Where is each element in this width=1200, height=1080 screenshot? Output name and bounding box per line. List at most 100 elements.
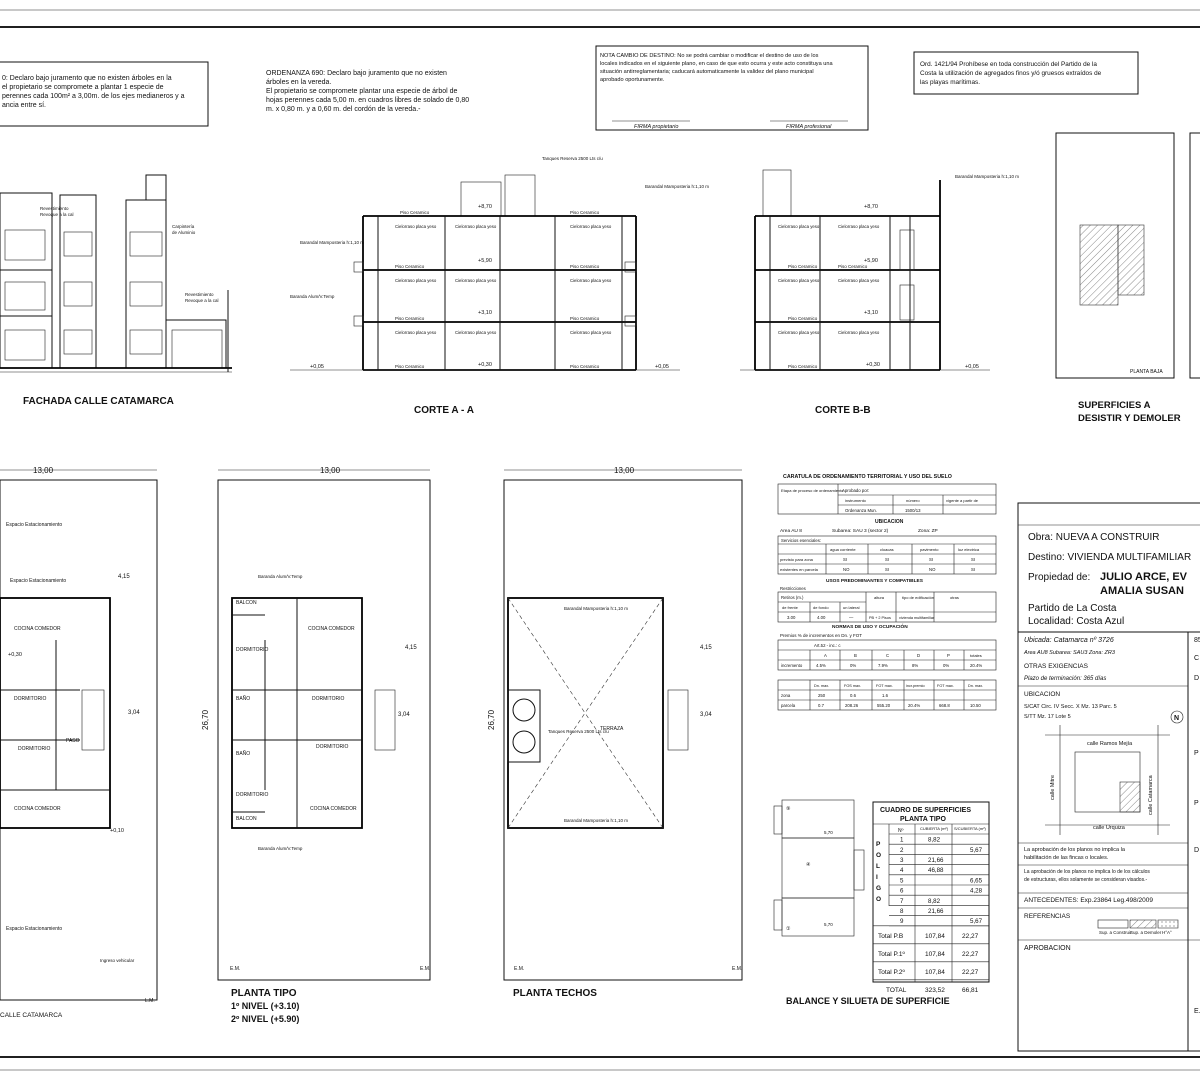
drawing-label: Nº: [898, 828, 904, 834]
drawing-label: FOS max.: [844, 684, 861, 688]
drawing-label: P: [1194, 750, 1199, 757]
drawing-label: 0%: [943, 663, 949, 668]
drawing-label: I: [876, 874, 878, 881]
drawing-label: Revestimiento: [185, 292, 214, 297]
drawing-label: Dn. max.: [968, 684, 983, 688]
drawing-label: Restricciones: [780, 586, 806, 591]
drawing-label: tipo de edificación: [902, 595, 934, 600]
drawing-label: incr.premio: [906, 684, 925, 688]
drawing-label: Cielorraso placa yeso: [778, 224, 820, 229]
drawing-label: 20.4%: [970, 663, 982, 668]
drawing-label: Costa la utilización de agregados finos …: [920, 70, 1102, 77]
title-block: Obra: NUEVA A CONSTRUIR Destino: VIVIEND…: [1017, 502, 1200, 1052]
total-value: 107,84: [925, 969, 945, 976]
drawing-label: Piso Ceramico: [570, 316, 600, 321]
drawing-label: P: [1194, 800, 1199, 807]
superficie-value: 8,82: [928, 898, 941, 905]
drawing-label: Cielorraso placa yeso: [395, 278, 437, 283]
drawing-label: DORMITORIO: [18, 746, 51, 752]
drawing-label: 208.26: [845, 703, 859, 708]
drawing-label: Art.52 - inc.: c: [814, 643, 841, 648]
planta-baja-plan: 13,00 Espacio Estacionamiento Espacio Es…: [0, 466, 158, 1019]
drawing-label: Baranda Alum/V.Temp: [258, 574, 303, 579]
drawing-label: PB + 2 Pisos: [869, 616, 891, 620]
total-label: Total P.2º: [878, 969, 905, 976]
drawing-label: 1.6: [882, 693, 889, 698]
drawing-label: Ingreso vehicular: [100, 958, 135, 963]
drawing-label: Destino: VIVIENDA MULTIFAMILIAR: [1028, 552, 1191, 563]
drawing-label: +8,70: [478, 204, 492, 210]
drawing-label: DESISTIR Y DEMOLER: [1078, 413, 1181, 424]
drawing-label: de fondo: [813, 605, 829, 610]
drawing-label: E.: [1194, 1008, 1200, 1015]
drawing-label: Sup. a Demoler: [1130, 930, 1162, 935]
drawing-label: TERRAZA: [600, 726, 624, 732]
drawing-label: SI: [885, 567, 889, 572]
drawing-label: vigente a partir de: [946, 498, 979, 503]
drawing-label: COCINA COMEDOR: [14, 806, 61, 812]
fachada-title: FACHADA CALLE CATAMARCA: [23, 396, 174, 407]
superficie-value: 21,66: [928, 857, 944, 864]
drawing-label: Sup. a Construir: [1099, 930, 1132, 935]
caratula-ordenamiento: CARATULA DE ORDENAMIENTO TERRITORIAL Y U…: [777, 474, 997, 711]
superficie-value: 46,88: [928, 867, 944, 874]
drawing-label: El propietario se compromete plantar una…: [266, 88, 458, 95]
drawing-label: PLANTA TIPO: [900, 816, 946, 823]
drawing-label: La aprobación de los planos no implica l…: [1024, 847, 1126, 853]
corte-a-section: Piso Ceramico Piso Ceramico Cielorraso p…: [290, 156, 709, 416]
drawing-label: Piso Ceramico: [788, 316, 818, 321]
drawing-label: +5,90: [478, 258, 492, 264]
drawing-label: —: [849, 615, 854, 620]
cuadro-superficies: CUADRO DE SUPERFICIES PLANTA TIPO Nº CUB…: [872, 801, 990, 994]
drawing-label: Cielorraso placa yeso: [395, 330, 437, 335]
drawing-label: previsto para zona: [780, 557, 814, 562]
drawing-label: BAÑO: [236, 695, 250, 702]
drawing-label: Barandal Mamposteria h:1,10 m: [955, 174, 1019, 179]
drawing-label: COCINA COMEDOR: [14, 626, 61, 632]
drawing-label: agua corriente: [830, 547, 856, 552]
drawing-label: SI: [971, 557, 975, 562]
drawing-label: SI: [971, 567, 975, 572]
drawing-label: Ubicada: Catamarca nº 3726: [1024, 637, 1114, 644]
drawing-label: CALLE CATAMARCA: [0, 1012, 63, 1019]
drawing-label: Piso Ceramico: [788, 364, 818, 369]
drawing-label: calle Urquiza: [1093, 825, 1126, 831]
drawing-label: Cielorraso placa yeso: [778, 278, 820, 283]
north-arrow-icon: [1170, 710, 1184, 724]
drawing-label: FIRMA profesional: [786, 124, 832, 130]
total-label: Total P.1º: [878, 951, 905, 958]
total-value: 323,52: [925, 987, 945, 994]
drawing-label: 4.5%: [816, 663, 826, 668]
drawing-label: H°A°: [1162, 930, 1172, 935]
drawing-label: vivienda multifamiliar: [899, 616, 935, 620]
drawing-label: JULIO ARCE, EV: [1100, 571, 1188, 583]
drawing-label: Revoque a la cal: [40, 212, 74, 217]
drawing-label: P: [876, 841, 881, 848]
drawing-label: 5,70: [824, 830, 833, 835]
drawing-label: 1º NIVEL (+3.10): [231, 1001, 299, 1011]
drawing-label: DORMITORIO: [236, 792, 269, 798]
drawing-label: 20.4%: [908, 703, 920, 708]
drawing-label: +5,90: [864, 258, 878, 264]
note-arboles-left: 0: Declaro bajo juramento que no existen…: [0, 61, 209, 127]
drawing-label: S/TT Mz. 17 Lote 5: [1024, 714, 1071, 720]
drawing-label: AMALIA SUSAN: [1100, 585, 1184, 597]
drawing-label: S/CAT Circ. IV Secc. X Mz. 13 Parc. 5: [1024, 704, 1117, 710]
drawing-label: +0,05: [965, 364, 979, 370]
drawing-label: Localidad: Costa Azul: [1028, 616, 1124, 627]
drawing-label: existentes en parcela: [780, 567, 819, 572]
drawing-label: Plazo de terminación: 365 días: [1024, 676, 1106, 682]
drawing-label: SI: [843, 557, 847, 562]
drawing-label: Obra: NUEVA A CONSTRUIR: [1028, 532, 1160, 543]
drawing-label: pavimento: [920, 547, 939, 552]
total-value: 22,27: [962, 933, 979, 940]
corte-a-title: CORTE A - A: [414, 405, 474, 416]
drawing-label: 5,70: [824, 922, 833, 927]
drawing-label: +3,10: [478, 310, 492, 316]
poligono-number: 6: [900, 888, 904, 895]
drawing-label: m. x 0,80 m. y a 0,60 m. del cordón de l…: [266, 106, 421, 113]
drawing-label: L: [876, 863, 880, 870]
drawing-label: 10.50: [970, 703, 981, 708]
drawing-label: D: [1194, 675, 1199, 682]
drawing-label: ④: [806, 862, 811, 868]
